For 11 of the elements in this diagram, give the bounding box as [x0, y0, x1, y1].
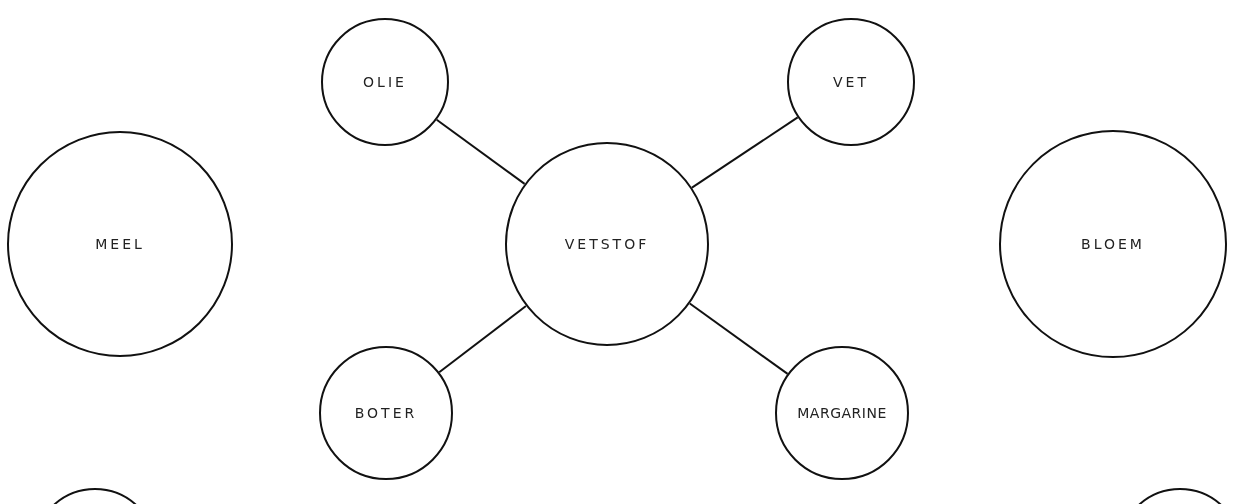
connector-line [688, 302, 789, 375]
connector-line [438, 304, 527, 374]
concept-label: BLOEM [1081, 236, 1145, 252]
concept-label: MEEL [95, 236, 145, 252]
concept-label: OLIE [363, 74, 407, 90]
concept-label: VETSTOF [564, 236, 650, 252]
concept-label: VET [833, 74, 869, 90]
concept-label: BOTER [354, 405, 418, 421]
connector-line [691, 116, 799, 189]
connector-line [435, 118, 526, 185]
concept-label: MARGARINE [797, 405, 887, 421]
